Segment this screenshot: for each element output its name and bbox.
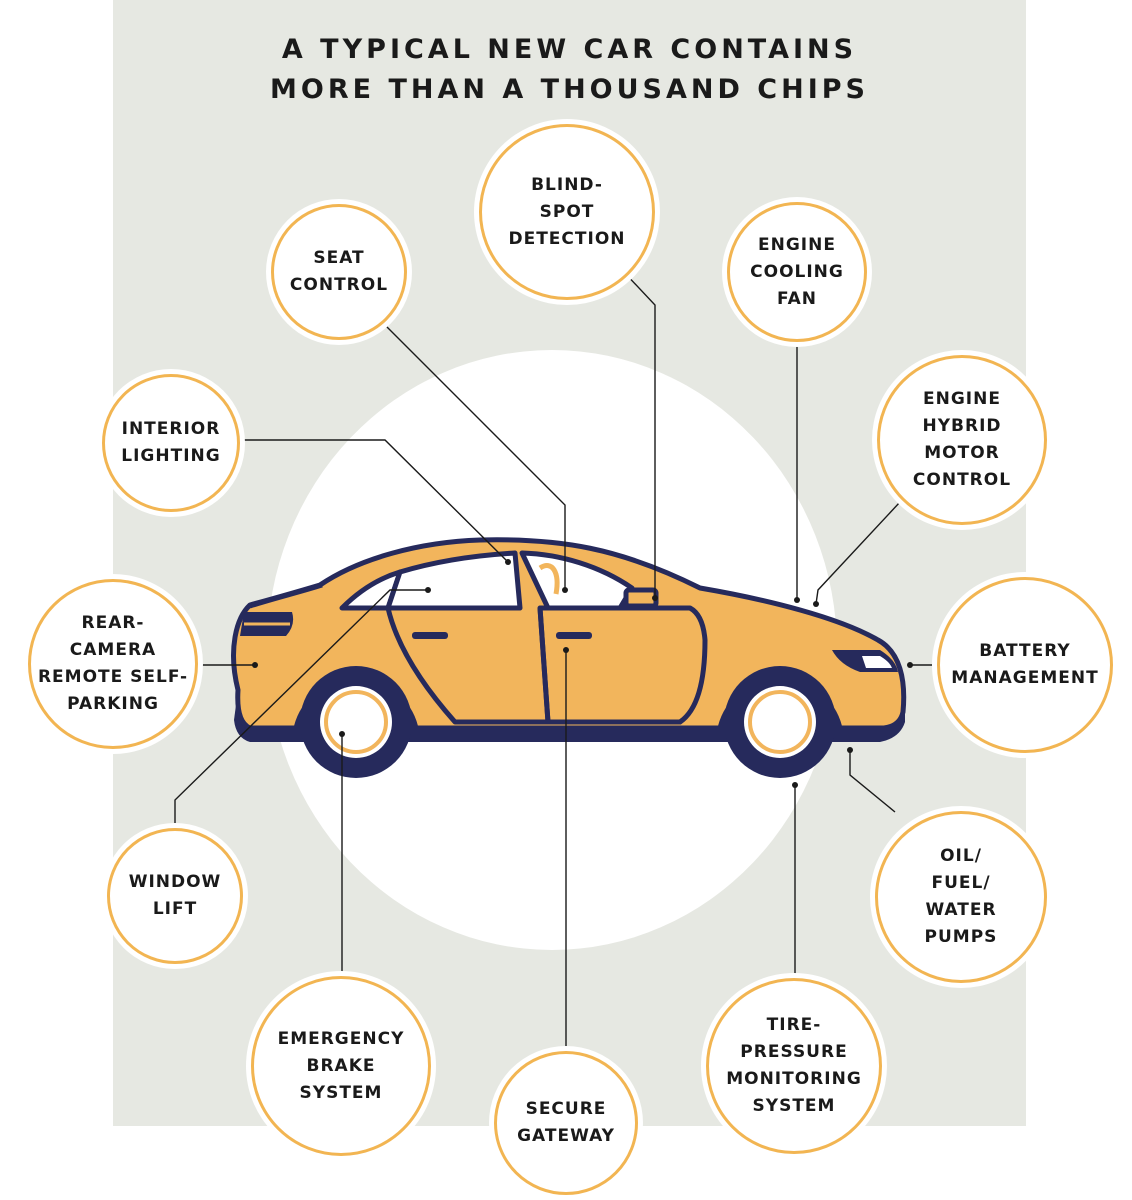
- label-line: OIL/: [940, 846, 982, 866]
- label-line: HYBRID: [922, 416, 1002, 436]
- label-line: SYSTEM: [299, 1082, 383, 1103]
- label-engine-hybrid-motor-control: ENGINE HYBRID MOTOR CONTROL: [877, 355, 1047, 525]
- rear-wheel: [300, 666, 412, 778]
- title-line-2: MORE THAN A THOUSAND CHIPS: [270, 74, 869, 105]
- label-emergency-brake-system: EMERGENCY BRAKE SYSTEM: [251, 976, 431, 1156]
- label-secure-gateway: SECURE GATEWAY: [494, 1051, 638, 1195]
- connector-interior-lighting: [240, 439, 509, 563]
- label-line: CONTROL: [289, 275, 389, 295]
- label-line: LIFT: [152, 899, 198, 919]
- label-line: SEAT: [313, 248, 365, 268]
- label-line: PARKING: [67, 694, 159, 714]
- label-line: COOLING: [750, 261, 844, 282]
- label-engine-cooling-fan: ENGINE COOLING FAN: [727, 202, 867, 342]
- car-illustration: [231, 537, 907, 778]
- rear-side-window: [385, 550, 523, 611]
- label-line: BATTERY: [979, 641, 1071, 661]
- label-line: CONTROL: [912, 470, 1012, 490]
- label-line: SYSTEM: [752, 1096, 836, 1116]
- connector-dots: [252, 559, 913, 788]
- label-rear-camera-remote-self-parking: REAR- CAMERA REMOTE SELF- PARKING: [28, 579, 198, 749]
- label-line: CAMERA: [69, 640, 157, 660]
- label-line: SECURE: [525, 1099, 607, 1119]
- label-blind-spot-detection: BLIND- SPOT DETECTION: [479, 124, 655, 300]
- connector-pumps: [849, 750, 896, 813]
- label-line: WINDOW: [128, 872, 222, 892]
- label-line: MANAGEMENT: [951, 668, 1099, 688]
- label-line: WATER: [925, 900, 997, 920]
- connector-hybrid-motor: [815, 501, 901, 605]
- label-line: REAR-: [81, 613, 145, 633]
- connector-window-lift: [174, 589, 428, 830]
- seat-silhouette: [538, 563, 560, 595]
- label-line: DETECTION: [508, 228, 626, 249]
- label-tire-pressure-monitoring-system: TIRE- PRESSURE MONITORING SYSTEM: [706, 978, 882, 1154]
- label-line: REMOTE SELF-: [37, 667, 189, 687]
- connector-seat-control: [383, 323, 566, 590]
- title-line-1: A TYPICAL NEW CAR CONTAINS: [281, 34, 858, 65]
- label-line: ENGINE: [923, 389, 1001, 409]
- front-door-outline: [537, 605, 708, 725]
- rear-door-outline: [385, 607, 551, 725]
- label-battery-management: BATTERY MANAGEMENT: [937, 577, 1113, 753]
- label-oil-fuel-water-pumps: OIL/FUEL/WATER PUMPS: [875, 811, 1047, 983]
- label-line: BLIND-: [531, 174, 603, 195]
- label-line: FUEL/: [931, 873, 991, 893]
- connector-blind-spot: [621, 269, 656, 598]
- label-window-lift: WINDOW LIFT: [107, 828, 243, 964]
- label-line: SPOT: [539, 201, 595, 222]
- label-seat-control: SEAT CONTROL: [271, 204, 407, 340]
- headlight-lens: [862, 656, 892, 668]
- rear-door-handle: [412, 632, 448, 639]
- label-line: PRESSURE: [740, 1042, 848, 1062]
- front-wheel: [724, 666, 836, 778]
- label-line: MONITORING: [726, 1069, 862, 1089]
- side-mirror: [623, 587, 659, 609]
- label-line: INTERIOR: [121, 419, 221, 439]
- label-line: GATEWAY: [517, 1126, 615, 1146]
- label-line: BRAKE: [306, 1055, 376, 1076]
- connector-lines: [174, 269, 938, 1062]
- label-line: TIRE-: [766, 1015, 822, 1035]
- trunk-line: [249, 582, 323, 609]
- label-line: FAN: [776, 288, 818, 309]
- label-line: PUMPS: [924, 927, 998, 947]
- label-interior-lighting: INTERIOR LIGHTING: [102, 374, 240, 512]
- infographic-title: A TYPICAL NEW CAR CONTAINS MORE THAN A T…: [113, 30, 1026, 110]
- front-door-handle: [556, 632, 592, 639]
- label-line: EMERGENCY: [277, 1028, 405, 1049]
- label-line: LIGHTING: [121, 446, 221, 466]
- label-line: ENGINE: [758, 234, 836, 255]
- label-line: MOTOR: [924, 443, 1000, 463]
